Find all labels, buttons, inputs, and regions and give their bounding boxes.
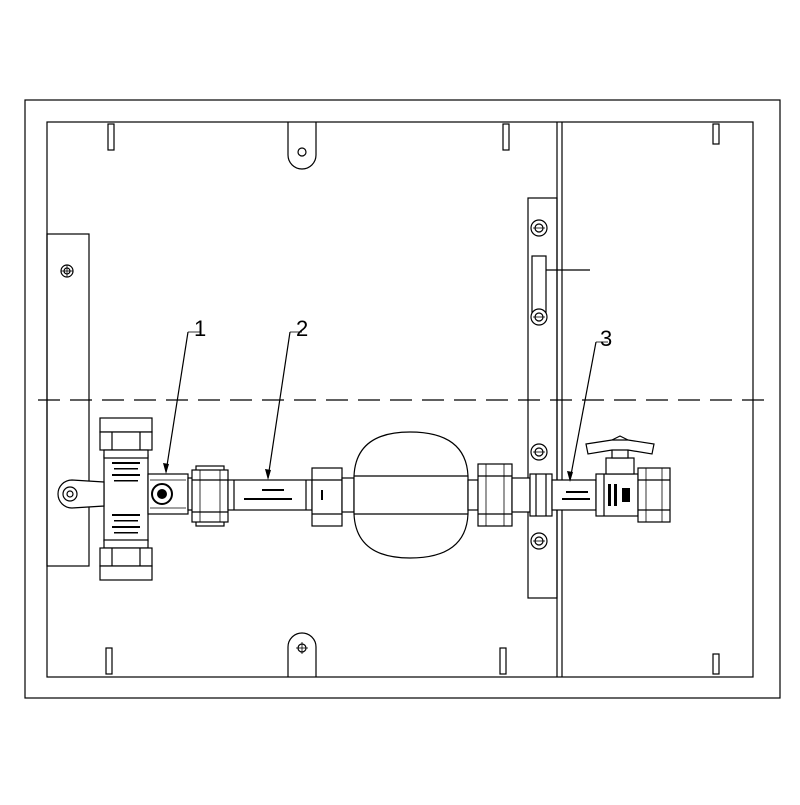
callout-label-3: 3 xyxy=(600,326,612,351)
screw-icon xyxy=(530,443,548,461)
ball-valve-lever xyxy=(585,435,671,523)
screw-icon xyxy=(530,532,548,550)
rail-pass-through xyxy=(529,473,597,517)
outer-frame xyxy=(24,99,781,699)
union-nut-right xyxy=(467,463,531,527)
callout-label-2: 2 xyxy=(296,316,308,341)
mounting-slot-icon xyxy=(105,647,113,675)
leader-lines xyxy=(163,331,608,482)
flow-meter xyxy=(227,479,313,511)
mounting-slot-icon xyxy=(502,123,510,151)
mounting-slot-icon xyxy=(712,123,720,145)
screw-icon xyxy=(60,264,74,278)
union-nut-left xyxy=(191,465,229,527)
screw-icon xyxy=(530,219,548,237)
mounting-slot-icon xyxy=(499,647,507,675)
callout-label-1: 1 xyxy=(194,316,206,341)
top-bracket xyxy=(287,122,317,170)
mounting-slot-icon xyxy=(712,653,720,675)
bottom-slots xyxy=(105,647,720,675)
bottom-bracket xyxy=(287,632,317,677)
mounting-slot-icon xyxy=(107,123,115,151)
top-slots xyxy=(107,123,720,151)
rail-screws xyxy=(530,219,548,550)
right-mounting-rail xyxy=(527,197,558,599)
ball-valve-small xyxy=(147,473,197,515)
expansion-vessel xyxy=(353,431,469,559)
screw-icon xyxy=(530,308,548,326)
left-wall-plate xyxy=(46,233,90,567)
coupler xyxy=(311,467,355,527)
tee-fitting xyxy=(57,417,153,581)
